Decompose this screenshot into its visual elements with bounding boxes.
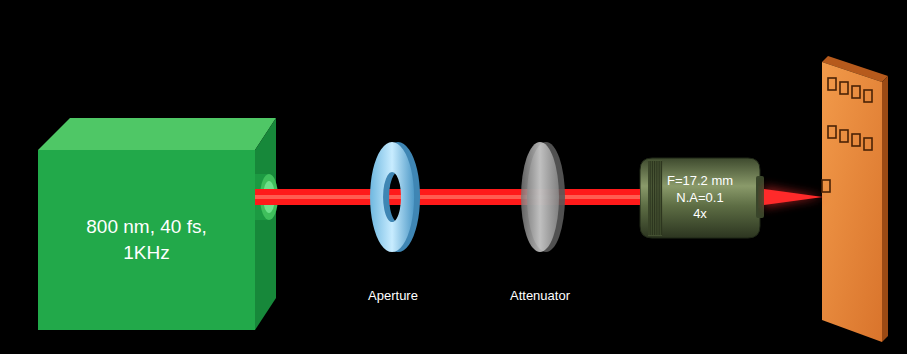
part-label: Aperture: [368, 288, 418, 303]
attenuator-disc: [521, 142, 565, 252]
laser-beam: [255, 189, 640, 205]
lens-spec: F=17.2 mm: [667, 173, 733, 190]
knurl-stroke: [661, 161, 662, 235]
beam-glow: [255, 184, 640, 210]
knurl-stroke: [652, 161, 653, 235]
laser-source: 800 nm, 40 fs, 1KHz: [38, 150, 255, 330]
knurl-stroke: [658, 161, 659, 235]
knurl-stroke: [656, 161, 657, 235]
laser-spec: 800 nm, 40 fs, 1KHz: [67, 214, 227, 265]
knurl-stroke: [649, 161, 650, 235]
sample-plate: [822, 56, 888, 342]
objective-lens: [640, 158, 764, 238]
knurl-stroke: [650, 161, 651, 235]
lens-spec: 4x: [693, 206, 707, 223]
knurl-stroke: [654, 161, 655, 235]
lens-spec: N.A=0.1: [676, 190, 723, 207]
objective-lens-box: F=17.2 mmN.A=0.14x: [640, 158, 760, 238]
focused-beam: [764, 186, 824, 208]
knurl-stroke: [659, 161, 660, 235]
beam-core: [255, 195, 640, 199]
aperture-ring: [370, 142, 420, 252]
laser-box: [38, 118, 278, 330]
part-label: Attenuator: [510, 288, 570, 303]
